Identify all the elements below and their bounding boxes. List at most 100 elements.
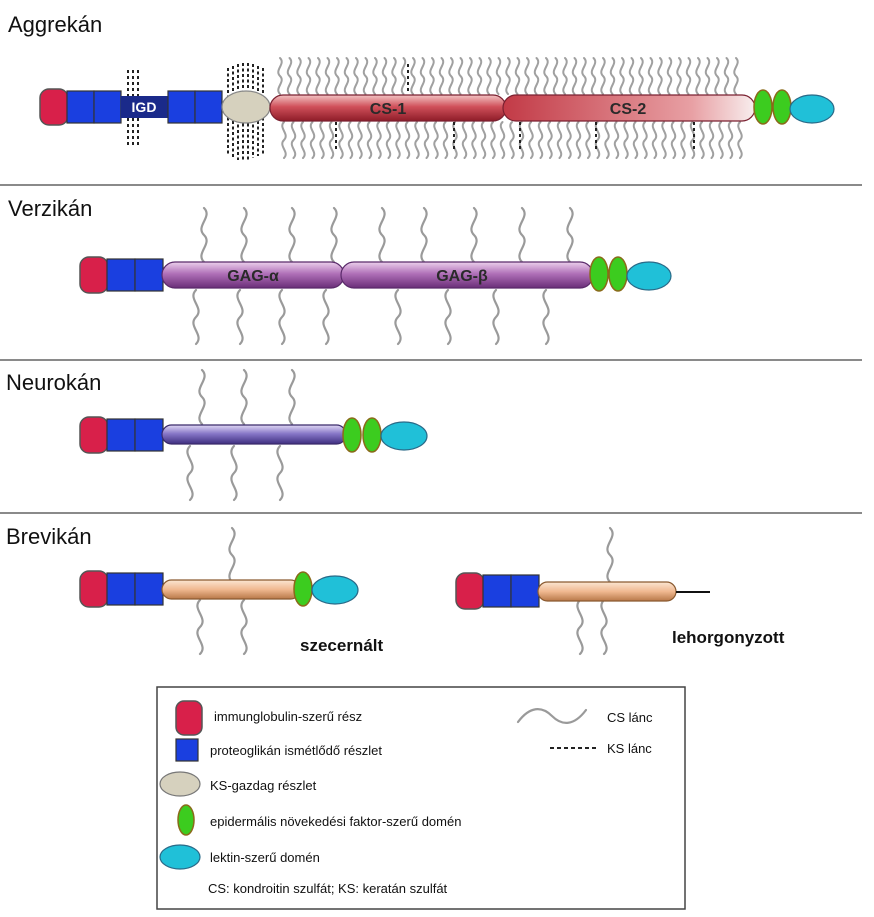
aggrecan-ptr-domain-3 — [167, 90, 196, 124]
versican-egf-domain-1 — [589, 256, 609, 292]
cs-chain — [647, 57, 654, 95]
legend-label-ks-rich: KS-gazdag részlet — [210, 778, 317, 793]
cs-chain — [372, 57, 378, 95]
legend-label-proteoglycan-repeat: proteoglikán ismétlődő részlet — [210, 743, 382, 758]
cs-chain — [442, 121, 449, 159]
neurocan-lectin-domain — [380, 421, 428, 451]
cs-chain — [376, 121, 382, 159]
cs-chain — [718, 121, 724, 159]
aggrecan-ptr-domain-1 — [66, 90, 95, 124]
cs-chain — [404, 121, 411, 159]
cs-chain — [661, 121, 667, 159]
legend-label-immunoglobulin: immunglobulin-szerű rész — [214, 709, 362, 724]
cs-chain — [357, 121, 363, 159]
cs-chain — [528, 121, 534, 159]
aggrecan-cs1-label: CS-1 — [370, 101, 407, 118]
cs-chain — [575, 121, 582, 159]
cs-chain — [514, 57, 521, 95]
cs-chain — [343, 57, 350, 95]
cs-chain — [613, 121, 620, 159]
brevican-anchored-label: lehorgonyzott — [672, 628, 785, 647]
neurocan-ig-domain — [79, 416, 109, 454]
cs-chain — [338, 121, 344, 159]
versican-gag-alpha-label: GAG-α — [227, 268, 279, 285]
cs-chain — [714, 57, 720, 95]
cs-chain — [680, 121, 686, 159]
lectin-icon — [159, 844, 201, 870]
egf-icon — [177, 804, 195, 836]
cs-chain — [400, 57, 407, 95]
cs-chain — [628, 57, 635, 95]
cs-chain — [642, 121, 648, 159]
brevican-lectin-domain — [311, 575, 359, 605]
cs-chain — [552, 57, 559, 95]
brevican-secreted: szecernált — [79, 526, 383, 656]
neurocan-egf-domain-2 — [362, 417, 382, 453]
aggrecan-ks-chains-cs — [335, 64, 695, 152]
cs-chain — [467, 57, 473, 95]
cs-chain — [499, 121, 506, 159]
cs-chain — [315, 57, 321, 95]
cs-chain — [334, 57, 340, 95]
neurocan-section: Neurokán — [6, 368, 428, 502]
brevican-secreted-label: szecernált — [300, 636, 383, 655]
legend-footnote: CS: kondroitin szulfát; KS: keratán szul… — [208, 881, 448, 896]
cs-chain — [537, 121, 544, 159]
cs-chain — [695, 57, 701, 95]
aggrecan-ig-domain — [39, 88, 69, 126]
cs-chain — [290, 121, 297, 159]
aggrecan-igd-segment — [121, 96, 168, 118]
proteoglycan-repeat-icon — [175, 738, 199, 762]
cs-chain — [324, 57, 331, 95]
versican-ptr-domain-1 — [106, 258, 136, 292]
cs-chain — [391, 57, 397, 95]
aggrecan-egf-domain-1 — [753, 89, 773, 125]
cs-chain — [604, 121, 610, 159]
cs-chain — [347, 121, 354, 159]
aggrecan-igd-label: IGD — [132, 99, 157, 115]
neurocan-central-region — [161, 424, 347, 445]
versican-gag-beta-label: GAG-β — [436, 268, 488, 285]
cs-chain — [581, 57, 587, 95]
cs-chain — [505, 57, 511, 95]
cs-chain — [319, 121, 325, 159]
cs-chain — [727, 121, 734, 159]
cs-chain — [623, 121, 629, 159]
cs-chain — [296, 57, 302, 95]
cs-chain — [657, 57, 663, 95]
cs-chain — [666, 57, 673, 95]
cs-chain — [461, 121, 468, 159]
brevican-anchored-ptr-domain-2 — [510, 574, 540, 608]
cs-chain — [490, 121, 496, 159]
cs-chain — [305, 57, 312, 95]
cs-chain — [395, 121, 401, 159]
cs-chain — [737, 121, 743, 159]
legend-label-egf: epidermális növekedési faktor-szerű domé… — [210, 814, 461, 829]
cs-chain — [419, 57, 426, 95]
cs-chain — [414, 121, 420, 159]
cs-chain — [676, 57, 682, 95]
cs-chain — [524, 57, 530, 95]
brevican-ptr-domain-1 — [106, 572, 136, 606]
cs-chain — [556, 121, 563, 159]
cs-chain — [708, 121, 715, 159]
aggrecan-section: Aggrekán IGD — [8, 12, 835, 160]
brevican-central-region — [161, 579, 301, 600]
versican-egf-domain-2 — [608, 256, 628, 292]
cs-chain — [723, 57, 730, 95]
neurocan-egf-domain-1 — [342, 417, 362, 453]
neurocan-ptr-domain-2 — [134, 418, 164, 452]
cs-chain — [281, 121, 287, 159]
cs-chain — [457, 57, 464, 95]
cs-chain — [566, 121, 572, 159]
cs-chain — [619, 57, 625, 95]
cs-chain — [571, 57, 578, 95]
cs-chain — [509, 121, 515, 159]
cs-chain — [277, 57, 283, 95]
cs-chain — [448, 57, 454, 95]
brevican-anchored-ptr-domain-1 — [482, 574, 512, 608]
cs-chain — [670, 121, 677, 159]
brevican-egf-domain — [293, 571, 313, 607]
cs-chain — [590, 57, 597, 95]
aggrecan-cs2-label: CS-2 — [610, 101, 647, 118]
